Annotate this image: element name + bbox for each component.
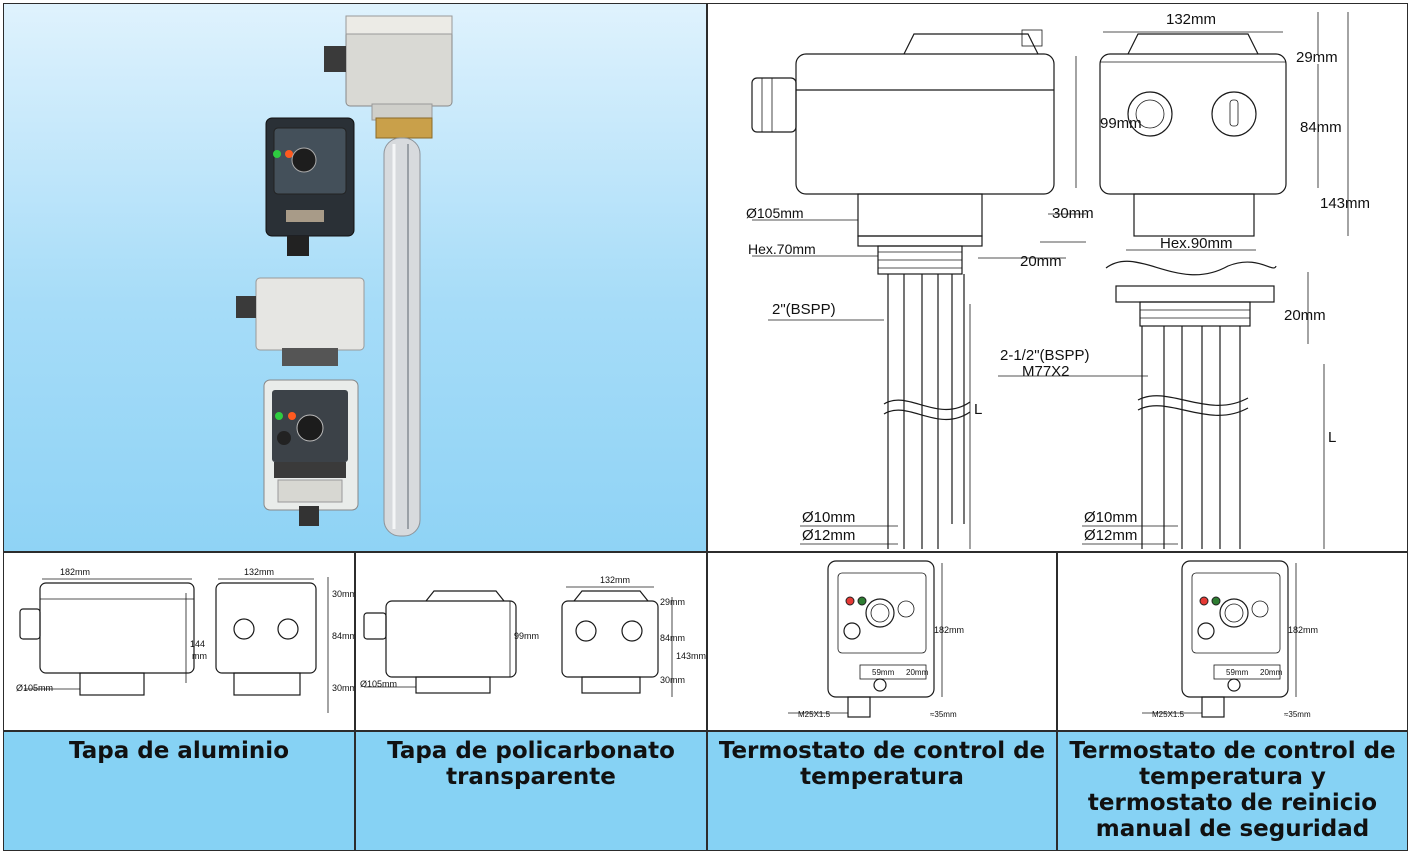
v2-d105: Ø105mm (360, 679, 397, 689)
dim-bspp-left: 2"(BSPP) (772, 301, 836, 318)
caption-polycarbonate: Tapa de policarbonato transparente (355, 731, 707, 851)
dim-hex90: Hex.90mm (1160, 235, 1233, 252)
v2-w132: 132mm (600, 575, 630, 585)
v4-h35: ≈35mm (1284, 710, 1311, 719)
dimension-drawing: 99mm 30mm Ø105mm Hex.70mm 20mm 2"(BSPP) … (746, 11, 1370, 549)
variant-polycarbonate-drawing: 132mm 29mm 99mm 84mm 143mm 30mm Ø105mm (355, 552, 707, 731)
caption-aluminum-text: Tapa de aluminio (69, 738, 289, 764)
caption-polycarbonate-text: Tapa de policarbonato transparente (387, 738, 675, 790)
v2-h30: 30mm (660, 675, 685, 685)
polycarbonate-dimension-drawing: 132mm 29mm 99mm 84mm 143mm 30mm Ø105mm (360, 575, 706, 697)
dim-d105: Ø105mm (746, 205, 804, 221)
dim-hex70: Hex.70mm (748, 241, 816, 257)
v4-w20: 20mm (1260, 668, 1283, 677)
v1-w182: 182mm (60, 567, 90, 577)
v2-h84: 84mm (660, 633, 685, 643)
v4-w59: 59mm (1226, 668, 1249, 677)
v2-h29: 29mm (660, 597, 685, 607)
caption-safety-thermostat: Termostato de control de temperatura y t… (1057, 731, 1408, 851)
v3-w20: 20mm (906, 668, 929, 677)
caption-safety-thermostat-text: Termostato de control de temperatura y t… (1069, 738, 1396, 842)
v3-w59: 59mm (872, 668, 895, 677)
dim-d12-right: Ø12mm (1084, 527, 1137, 544)
thermostat-dimension-drawing: 182mm 59mm 20mm M25X1.5 ≈35mm (788, 560, 964, 719)
dim-143: 143mm (1320, 195, 1370, 212)
main-technical-drawing: 99mm 30mm Ø105mm Hex.70mm 20mm 2"(BSPP) … (707, 3, 1408, 552)
dim-d10-left: Ø10mm (802, 509, 855, 526)
v4-m25: M25X1.5 (1152, 710, 1185, 719)
variant-aluminum-drawing: 182mm 132mm 30mm 144 mm 84mm 30mm Ø105mm (3, 552, 357, 731)
v1-h144a: 144 (190, 639, 205, 649)
caption-thermostat: Termostato de control de temperatura (707, 731, 1057, 851)
v1-h30b: 30mm (332, 683, 357, 693)
dim-132: 132mm (1166, 11, 1216, 28)
dim-d12-left: Ø12mm (802, 527, 855, 544)
v3-m25: M25X1.5 (798, 710, 831, 719)
aluminum-dimension-drawing: 182mm 132mm 30mm 144 mm 84mm 30mm Ø105mm (16, 567, 357, 713)
v1-h30a: 30mm (332, 589, 357, 599)
dim-20-right: 20mm (1284, 307, 1326, 324)
dim-20-left: 20mm (1020, 253, 1062, 270)
v1-w132: 132mm (244, 567, 274, 577)
v3-h182: 182mm (934, 625, 964, 635)
dim-29: 29mm (1296, 49, 1338, 66)
safety-thermostat-dimension-drawing: 182mm 59mm 20mm M25X1.5 ≈35mm (1142, 560, 1318, 719)
dim-99: 99mm (1100, 115, 1142, 132)
dim-bspp-right: 2-1/2"(BSPP) (1000, 347, 1090, 364)
v2-h99: 99mm (514, 631, 539, 641)
heater-photo-illustration (236, 15, 453, 537)
dim-L-left: L (974, 401, 982, 418)
caption-aluminum: Tapa de aluminio (3, 731, 355, 851)
v1-d105: Ø105mm (16, 683, 53, 693)
variant-thermostat-drawing: 182mm 59mm 20mm M25X1.5 ≈35mm (707, 552, 1057, 731)
dim-30: 30mm (1052, 205, 1094, 222)
v3-h35: ≈35mm (930, 710, 957, 719)
variant-safety-thermostat-drawing: 182mm 59mm 20mm M25X1.5 ≈35mm (1057, 552, 1408, 731)
v4-h182: 182mm (1288, 625, 1318, 635)
v1-h144b: mm (192, 651, 207, 661)
dim-L-right: L (1328, 429, 1336, 446)
dim-d10-right: Ø10mm (1084, 509, 1137, 526)
dim-m77: M77X2 (1022, 363, 1070, 380)
v2-h143: 143mm (676, 651, 706, 661)
dim-84: 84mm (1300, 119, 1342, 136)
v1-h84: 84mm (332, 631, 357, 641)
product-photo (3, 3, 707, 552)
caption-thermostat-text: Termostato de control de temperatura (718, 738, 1046, 790)
